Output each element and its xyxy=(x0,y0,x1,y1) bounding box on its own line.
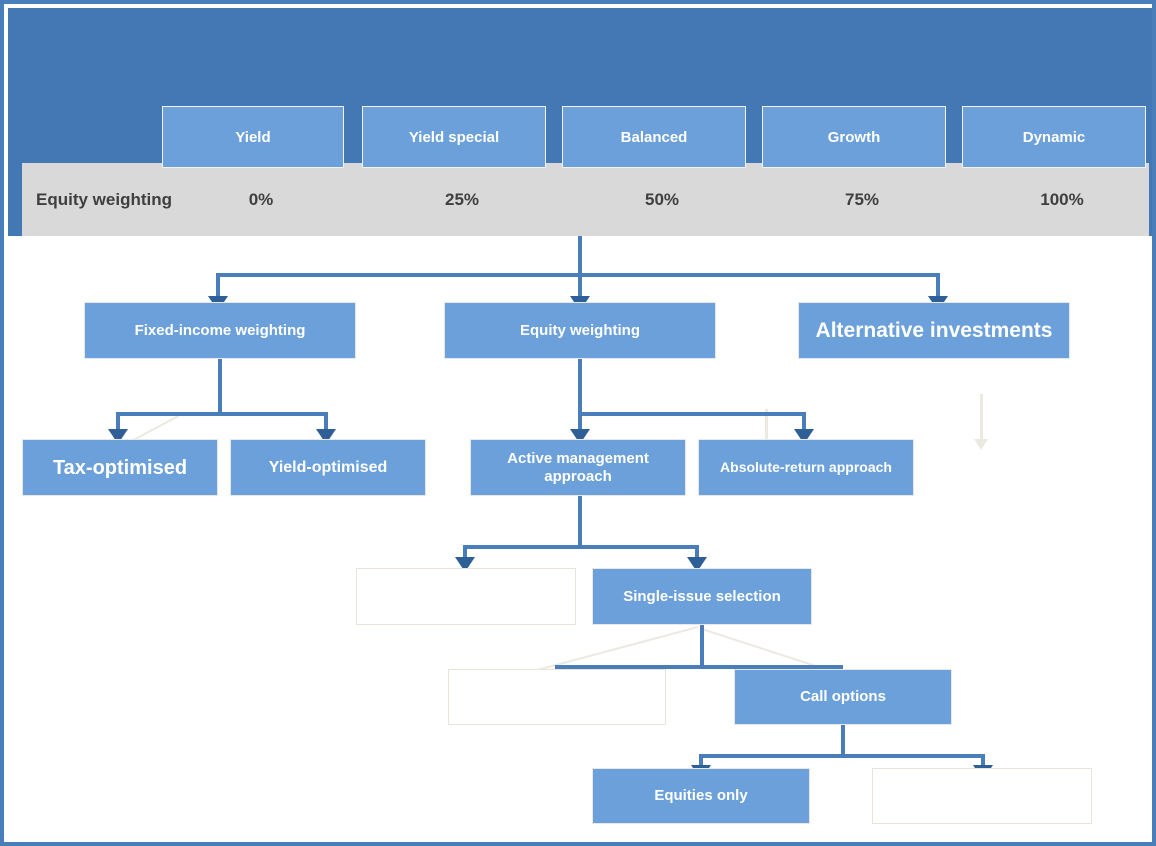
node-fixed-income-weighting[interactable]: Fixed-income weighting xyxy=(84,302,356,359)
node-yield-optimised[interactable]: Yield-optimised xyxy=(230,439,426,496)
connector-to-active-management xyxy=(578,412,582,440)
node-empty-c[interactable] xyxy=(872,768,1092,824)
node-label: Equity weighting xyxy=(520,321,640,339)
node-equity-weighting[interactable]: Equity weighting xyxy=(444,302,716,359)
node-active-management-approach[interactable]: Active management approach xyxy=(470,439,686,496)
connector-call-options-bus xyxy=(699,754,985,758)
connector-single-issue-trunk xyxy=(700,625,704,669)
connector-equity-weighting-trunk xyxy=(578,359,582,416)
ghost-connector-absolute-return xyxy=(765,409,768,444)
profile-tab-growth[interactable]: Growth xyxy=(762,106,946,168)
equity-weighting-value-yield-special: 25% xyxy=(370,163,554,236)
connector-to-alternative-investments xyxy=(936,273,940,309)
profile-tab-balanced[interactable]: Balanced xyxy=(562,106,746,168)
connector-active-management-trunk xyxy=(578,496,582,549)
connector-single-issue-bus xyxy=(555,665,843,669)
row-label-text: Equity weighting xyxy=(36,189,172,209)
node-single-issue-selection[interactable]: Single-issue selection xyxy=(592,568,812,625)
node-absolute-return-approach[interactable]: Absolute-return approach xyxy=(698,439,914,496)
profile-tab-yield[interactable]: Yield xyxy=(162,106,344,168)
profile-tab-label: Yield special xyxy=(408,128,500,146)
equity-weighting-value-dynamic: 100% xyxy=(970,163,1152,236)
equity-weighting-value-growth: 75% xyxy=(770,163,954,236)
node-label: Absolute-return approach xyxy=(720,459,892,476)
connector-to-empty-node-a xyxy=(463,545,467,568)
connector-to-empty-node-c xyxy=(981,754,985,775)
header-band: Yield Yield special Balanced Growth Dyna… xyxy=(8,8,1152,236)
node-equities-only[interactable]: Equities only xyxy=(592,768,810,824)
connector-to-single-issue-selection xyxy=(695,545,699,568)
value-text: 75% xyxy=(844,189,880,209)
equity-weighting-row-label: Equity weighting xyxy=(30,163,236,236)
connector-to-fixed-income xyxy=(216,273,220,309)
ghost-arrow-alternative-investments xyxy=(974,439,988,450)
equity-weighting-band: Equity weighting 0% 25% 50% 75% 100% xyxy=(22,163,1149,236)
node-label: Fixed-income weighting xyxy=(134,321,306,339)
equity-weighting-value-yield: 0% xyxy=(170,163,352,236)
node-alternative-investments[interactable]: Alternative investments xyxy=(798,302,1070,359)
node-label: Tax-optimised xyxy=(52,456,188,479)
node-label: Single-issue selection xyxy=(623,587,781,605)
connector-equity-weighting-bus xyxy=(578,412,806,416)
connector-to-equity-weighting xyxy=(578,273,582,309)
node-label: Active management approach xyxy=(507,449,649,485)
node-empty-b[interactable] xyxy=(448,669,666,725)
connector-to-absolute-return xyxy=(802,412,806,440)
profile-tab-yield-special[interactable]: Yield special xyxy=(362,106,546,168)
profile-tab-label: Dynamic xyxy=(1022,128,1086,146)
connector-fixed-income-trunk xyxy=(218,359,222,416)
connector-active-management-bus xyxy=(463,545,695,549)
diagram-canvas: Fixed-income weighting Equity weighting … xyxy=(8,236,1152,842)
value-text: 0% xyxy=(248,189,274,209)
profile-tab-label: Yield xyxy=(235,128,271,146)
connector-fixed-income-bus xyxy=(116,412,328,416)
profile-tab-label: Balanced xyxy=(620,128,688,146)
connector-to-yield-optimised xyxy=(324,412,328,440)
profile-tab-label: Growth xyxy=(827,128,881,146)
node-empty-a[interactable] xyxy=(356,568,576,625)
connector-call-options-trunk xyxy=(841,725,845,758)
ghost-connector-alternative-investments xyxy=(980,394,983,444)
node-call-options[interactable]: Call options xyxy=(734,669,952,725)
connector-root-trunk xyxy=(578,236,582,277)
node-label: Alternative investments xyxy=(815,318,1053,342)
value-text: 25% xyxy=(444,189,480,209)
connector-to-tax-optimised xyxy=(116,412,120,440)
profile-tab-dynamic[interactable]: Dynamic xyxy=(962,106,1146,168)
node-label: Yield-optimised xyxy=(268,458,388,476)
connector-to-equities-only xyxy=(699,754,703,775)
value-text: 50% xyxy=(644,189,680,209)
value-text: 100% xyxy=(1040,189,1084,209)
equity-weighting-value-balanced: 50% xyxy=(570,163,754,236)
node-tax-optimised[interactable]: Tax-optimised xyxy=(22,439,218,496)
node-label: Equities only xyxy=(654,787,748,804)
node-label: Call options xyxy=(800,688,886,705)
